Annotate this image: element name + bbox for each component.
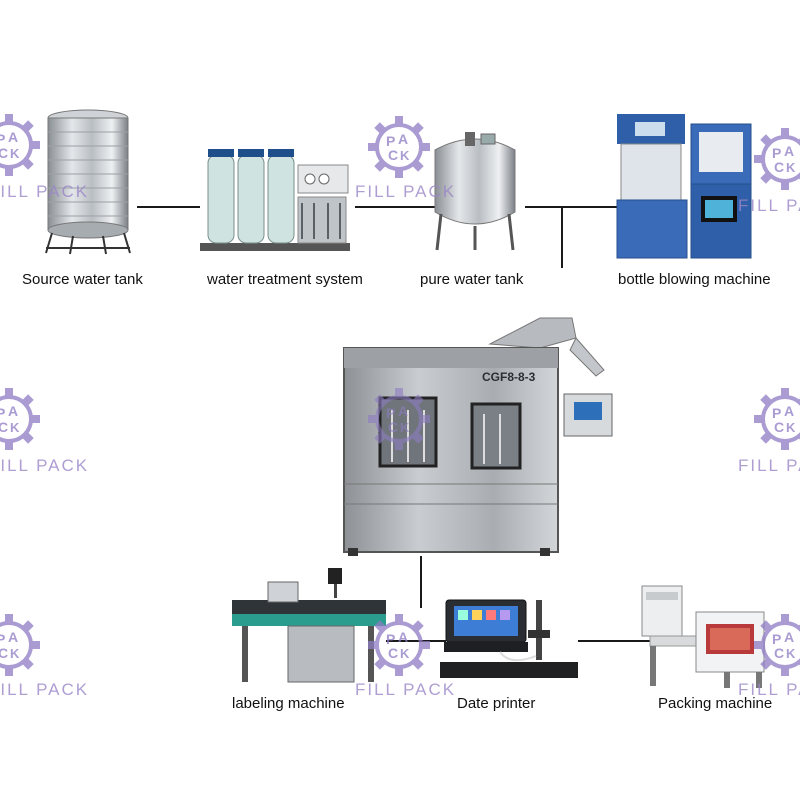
- watermark-text: FILL PACK: [0, 182, 90, 201]
- watermark-gear-icon: [366, 114, 432, 180]
- watermark-text: FILL PACK: [738, 456, 800, 475]
- connector-treatment-to-pure: [355, 206, 435, 208]
- filler-model-plate: CGF8-8-3: [482, 370, 536, 384]
- date-printer-label: Date printer: [457, 695, 536, 712]
- packing-machine-label: Packing machine: [658, 695, 773, 712]
- watermark-text: FILL PACK: [355, 182, 457, 201]
- labeling-machine-label: labeling machine: [232, 695, 345, 712]
- watermark-text: FILL PACK: [738, 196, 800, 215]
- watermark-gear-icon: [752, 386, 800, 452]
- source-water-tank-image: [38, 108, 138, 258]
- watermark-text: FILL PACK: [0, 456, 90, 475]
- source-water-tank-label: Source water tank: [22, 271, 143, 288]
- connector-filler-down: [420, 556, 422, 608]
- watermark-text: FILL PACK: [738, 680, 800, 699]
- watermark-gear-icon: [752, 126, 800, 192]
- watermark-gear-icon: [366, 612, 432, 678]
- bottle-blowing-machine-label: bottle blowing machine: [618, 271, 771, 288]
- water-treatment-system-image: [198, 143, 354, 255]
- water-treatment-system-label: water treatment system: [207, 271, 363, 288]
- connector-branch-down: [561, 206, 563, 268]
- date-printer-image: [440, 596, 580, 688]
- connector-pure-to-blowing: [525, 206, 617, 208]
- watermark-gear-icon: [0, 112, 42, 178]
- pure-water-tank-image: [425, 124, 525, 254]
- connector-printer-to-packing: [578, 640, 650, 642]
- labeling-machine-image: [228, 566, 388, 684]
- pure-water-tank-label: pure water tank: [420, 271, 524, 288]
- bottle-blowing-machine-image: [615, 112, 755, 260]
- watermark-text: FILL PACK: [0, 680, 90, 699]
- packing-machine-image: [640, 582, 770, 690]
- connector-label-to-printer: [386, 640, 446, 642]
- watermark-gear-icon: [366, 386, 432, 452]
- watermark-text: FILL PACK: [355, 680, 457, 699]
- watermark-gear-icon: [752, 612, 800, 678]
- watermark-gear-icon: [0, 386, 42, 452]
- connector-tank-to-treatment: [137, 206, 200, 208]
- watermark-gear-icon: [0, 612, 42, 678]
